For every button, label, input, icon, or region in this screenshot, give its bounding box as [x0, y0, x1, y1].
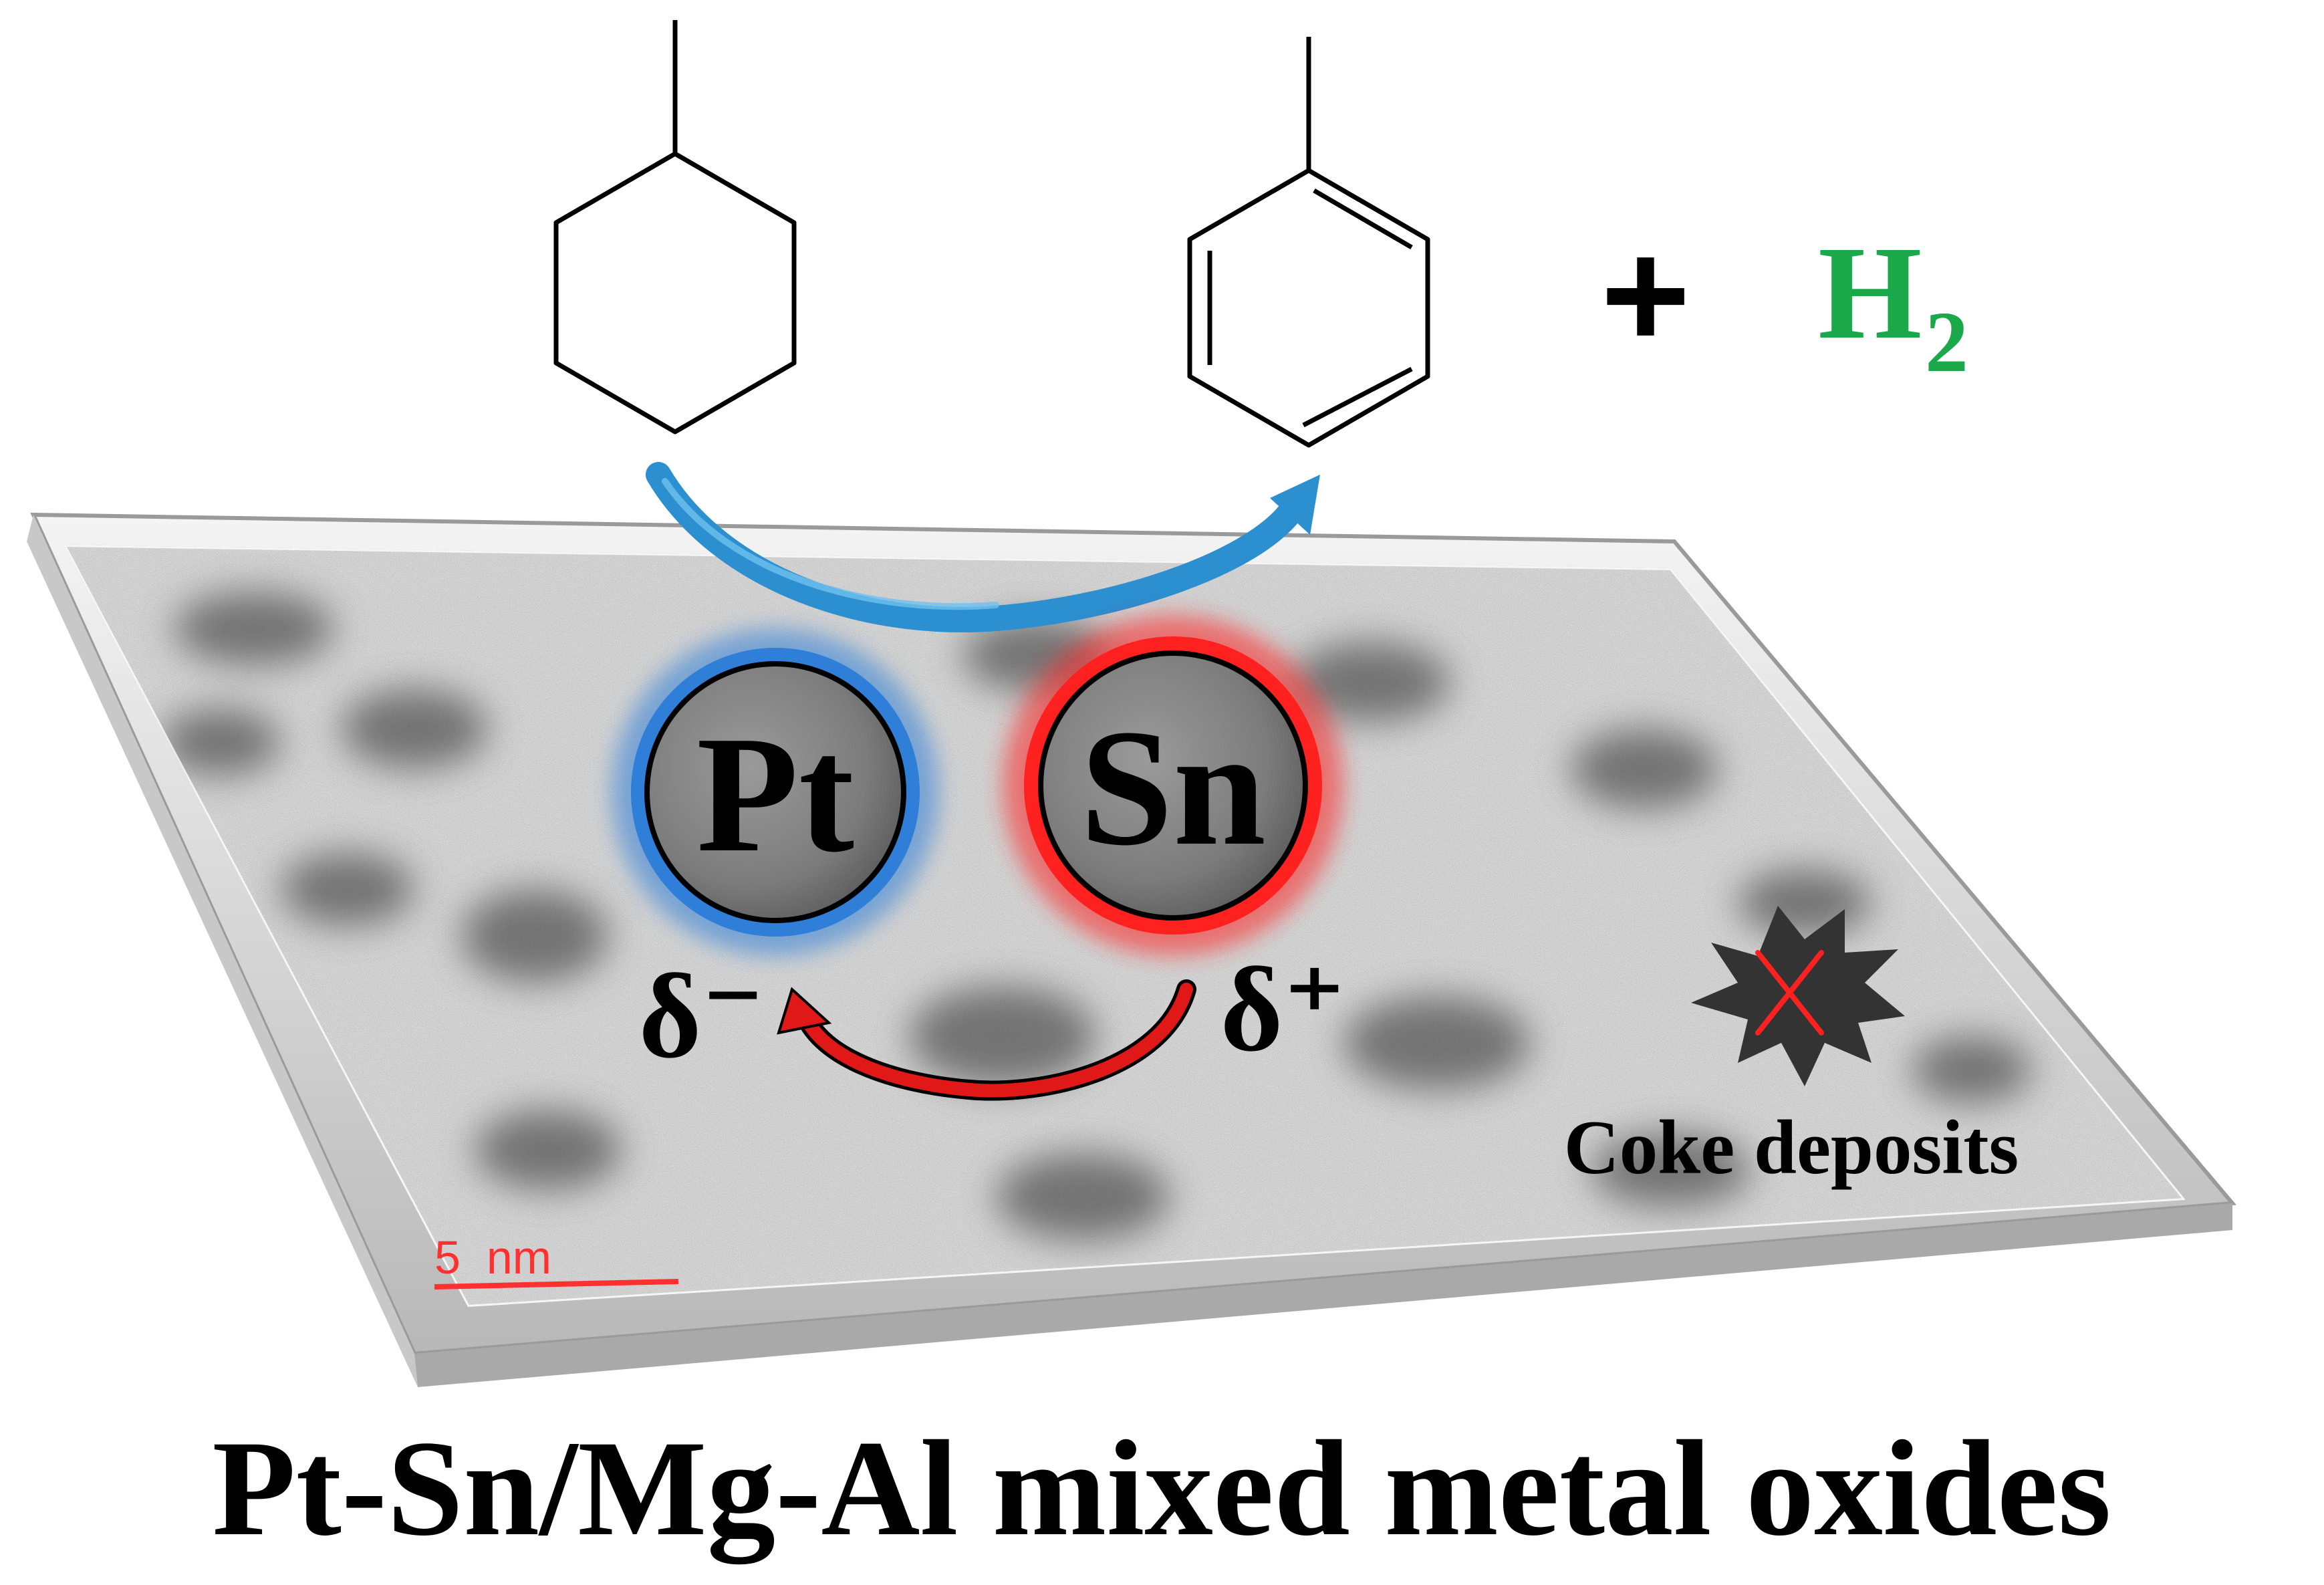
scale-bar: 5 nm: [434, 1231, 679, 1290]
h2-label: H 2: [1818, 219, 1968, 390]
cross-icon: [1755, 950, 1824, 1035]
methylcyclohexane-structure: [553, 20, 797, 435]
toluene-structure: [1187, 37, 1430, 448]
coke-deposits-label: Coke deposits: [1564, 1105, 2019, 1190]
sn-label: Sn: [1080, 695, 1266, 880]
coke-starburst-icon: [1691, 906, 1905, 1086]
plus-sign: +: [1601, 209, 1690, 380]
pt-label: Pt: [696, 702, 854, 887]
h2-symbol: H: [1818, 219, 1922, 367]
sn-atom: Sn: [1003, 615, 1343, 956]
h2-subscript: 2: [1925, 294, 1968, 390]
sn-charge-label: δ⁺: [1220, 943, 1346, 1076]
red-electron-arrow: [777, 979, 1196, 1101]
diagram-caption: Pt-Sn/Mg-Al mixed metal oxides: [212, 1413, 2111, 1564]
scale-bar-label: 5 nm: [434, 1231, 551, 1284]
pt-atom: Pt: [612, 628, 939, 956]
blue-reaction-arrow: [646, 462, 1320, 632]
pt-charge-label: δ⁻: [639, 949, 765, 1082]
